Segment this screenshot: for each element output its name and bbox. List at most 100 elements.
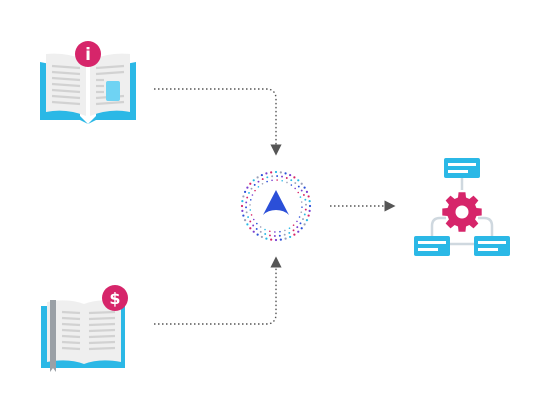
hub-dot [265, 237, 268, 240]
hub-dot [243, 190, 247, 193]
gear-icon [442, 192, 482, 232]
hub-dot [270, 171, 273, 174]
hub-dot [286, 181, 288, 184]
info-book-icon [40, 53, 136, 124]
hub-dot [297, 185, 300, 188]
hub-dot [271, 179, 273, 182]
hub-dot [281, 179, 283, 182]
hub-dot [307, 195, 310, 198]
hub-dot-ring [240, 170, 312, 242]
hub-dot [264, 233, 267, 235]
hub-dot [288, 227, 291, 230]
hub-dot [260, 235, 263, 239]
hub-dot [284, 172, 287, 175]
hub-dot [249, 227, 252, 230]
hub-dot [242, 195, 245, 198]
hub-dot [259, 226, 262, 228]
hub-dot [279, 238, 282, 241]
money-badge-symbol: $ [109, 289, 120, 308]
hub-dot [247, 216, 250, 218]
hub-dot [273, 235, 276, 237]
hub-dot [288, 231, 291, 234]
hub-dot [283, 233, 286, 236]
hub-dot [304, 208, 307, 211]
hub-dot [294, 187, 296, 190]
hub-dot [245, 206, 247, 209]
hub-dot [252, 218, 255, 221]
hub-dot [246, 196, 249, 199]
hub-dot [271, 175, 274, 178]
hub-dot [264, 228, 266, 231]
hub-dot [299, 222, 302, 225]
hub-dot [249, 182, 252, 185]
hub-dot [292, 229, 295, 232]
hub-dot [274, 170, 278, 174]
hub-dot [297, 230, 300, 233]
hub-dot [270, 238, 273, 241]
hub-dot [266, 176, 269, 179]
hub-dot [300, 211, 303, 213]
hub-dot [308, 209, 311, 212]
hub-dot [303, 186, 306, 189]
hub-dot [241, 209, 244, 212]
dollar-icon: $ [102, 285, 128, 311]
hub-dot [246, 223, 249, 226]
hub-dot [250, 214, 253, 216]
hub-dot [296, 226, 299, 229]
hub-dot [242, 214, 245, 217]
hub-dot [284, 229, 286, 232]
hub-dot [294, 182, 297, 184]
hub-dot [290, 179, 293, 182]
hub-dot [279, 230, 281, 233]
hub-dot [289, 173, 292, 177]
hub-dot [297, 191, 300, 194]
hub-dot [293, 176, 296, 179]
hub-dot [243, 219, 247, 222]
hub-dot [259, 230, 262, 233]
hub-dot [302, 194, 305, 196]
gear-hole [455, 205, 469, 219]
hub-dot [296, 220, 298, 223]
hub-dot [252, 179, 255, 182]
hub-dot [257, 180, 260, 183]
hub-dot [305, 203, 307, 206]
money-book-icon [41, 300, 125, 372]
hub-dot [249, 220, 252, 223]
hub-dot [249, 199, 252, 201]
hub-dot [252, 224, 255, 227]
hub-dot [251, 194, 254, 196]
hub-dot [241, 200, 244, 203]
hub-dot [292, 224, 295, 226]
hub-dot [303, 213, 306, 216]
connector-bottom [154, 256, 282, 325]
hub-dot [256, 222, 258, 225]
hub-dot [274, 231, 276, 233]
hub-dot [299, 196, 302, 198]
hub-arrow-mark [263, 190, 289, 215]
hub-dot [253, 183, 256, 186]
hub-dot [293, 233, 296, 236]
hub-dot [274, 238, 278, 242]
hub-dot [255, 228, 258, 230]
hub-dot [245, 201, 248, 204]
hub-dot [246, 186, 249, 189]
hub-dot [249, 204, 251, 206]
hub-dot [303, 223, 306, 226]
hub-dot [261, 178, 264, 181]
hub-dot [249, 209, 252, 211]
hub-dot [284, 237, 287, 240]
hub-dot [300, 201, 303, 203]
hub-dot [301, 206, 303, 208]
info-icon: i [75, 41, 101, 67]
hub-dot [261, 182, 264, 185]
hub-dot [250, 187, 253, 190]
hub-dot [290, 184, 293, 186]
hub-dot [257, 186, 260, 188]
hub-dot [289, 235, 292, 239]
hub-dot [305, 190, 309, 193]
connector-top [154, 88, 282, 156]
hub-dot [265, 172, 268, 175]
hub-dot [256, 233, 259, 236]
hub-dot [285, 177, 288, 179]
